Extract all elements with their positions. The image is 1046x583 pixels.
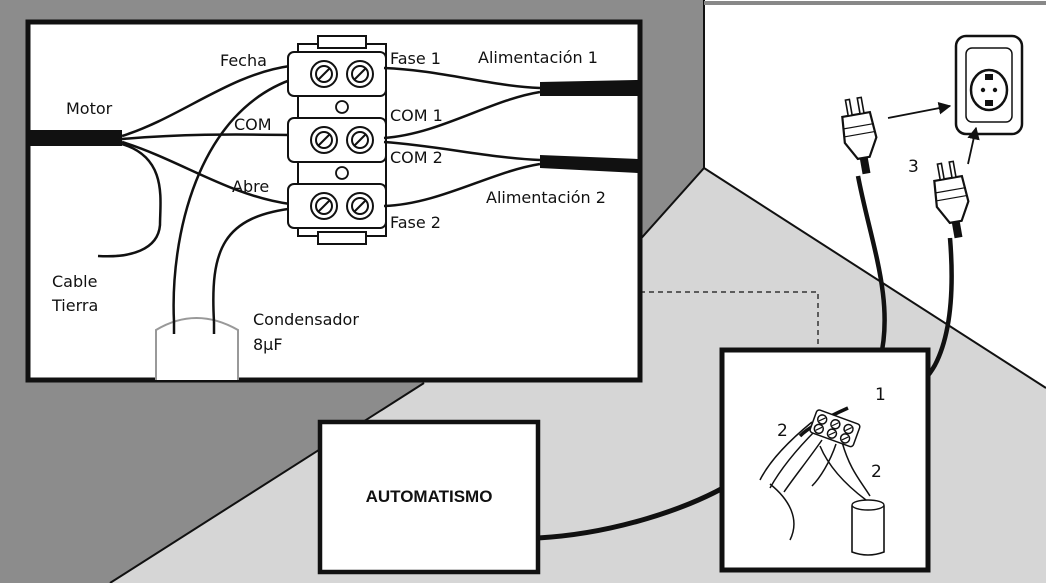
capacitor-wire-1 [172, 76, 297, 323]
wire-com1 [383, 90, 541, 140]
arrow-to-socket-1 [887, 101, 952, 119]
step-number-1: 1 [875, 385, 886, 405]
label-abre: Abre [232, 177, 269, 196]
wall-socket-icon [954, 34, 1024, 136]
motor-cable [30, 130, 122, 146]
label-alimentacion-1: Alimentación 1 [478, 48, 598, 67]
detail-panel: Fecha Motor COM Abre Cable Tierra Fase 1… [25, 19, 643, 383]
label-com: COM [234, 115, 272, 134]
capacitor-wire-2 [212, 206, 297, 323]
label-com1: COM 1 [390, 106, 443, 125]
power-cable-alimentacion-1 [540, 80, 638, 96]
step-number-2: 2 [777, 421, 788, 441]
wire-tierra [97, 142, 162, 258]
plug-icon [933, 160, 970, 239]
label-fecha: Fecha [220, 51, 267, 70]
terminal-block-icon [287, 35, 387, 245]
capacitor-icon [155, 317, 239, 380]
wire-com [121, 133, 291, 141]
wire-com2 [383, 140, 541, 162]
terminal-block-icon [809, 409, 861, 448]
capacitor-icon [851, 499, 885, 556]
label-cable-tierra-1: Cable [52, 272, 97, 291]
label-condensador-value: 8µF [253, 335, 283, 354]
power-cable-alimentacion-2 [540, 155, 638, 173]
wire-fase2 [383, 162, 541, 208]
arrow-to-socket-2 [967, 126, 980, 165]
junction-box [719, 347, 931, 573]
floor-edge-right [703, 167, 1046, 389]
label-alimentacion-2: Alimentación 2 [486, 188, 606, 207]
wire-fase1 [383, 66, 541, 90]
wire-abre [121, 140, 291, 206]
label-fase1: Fase 1 [390, 49, 441, 68]
label-cable-tierra-2: Tierra [51, 296, 98, 315]
plug-icon [841, 96, 878, 175]
wire-fecha [121, 64, 291, 138]
step-number-2-capacitor: 2 [871, 462, 882, 482]
floor-edge-left [109, 382, 425, 583]
automatismo-box: AUTOMATISMO [317, 419, 541, 575]
step-number-3: 3 [908, 157, 919, 177]
label-condensador: Condensador [253, 310, 359, 329]
label-fase2: Fase 2 [390, 213, 441, 232]
label-motor: Motor [66, 99, 113, 118]
label-com2: COM 2 [390, 148, 443, 167]
automatismo-label: AUTOMATISMO [366, 487, 493, 506]
